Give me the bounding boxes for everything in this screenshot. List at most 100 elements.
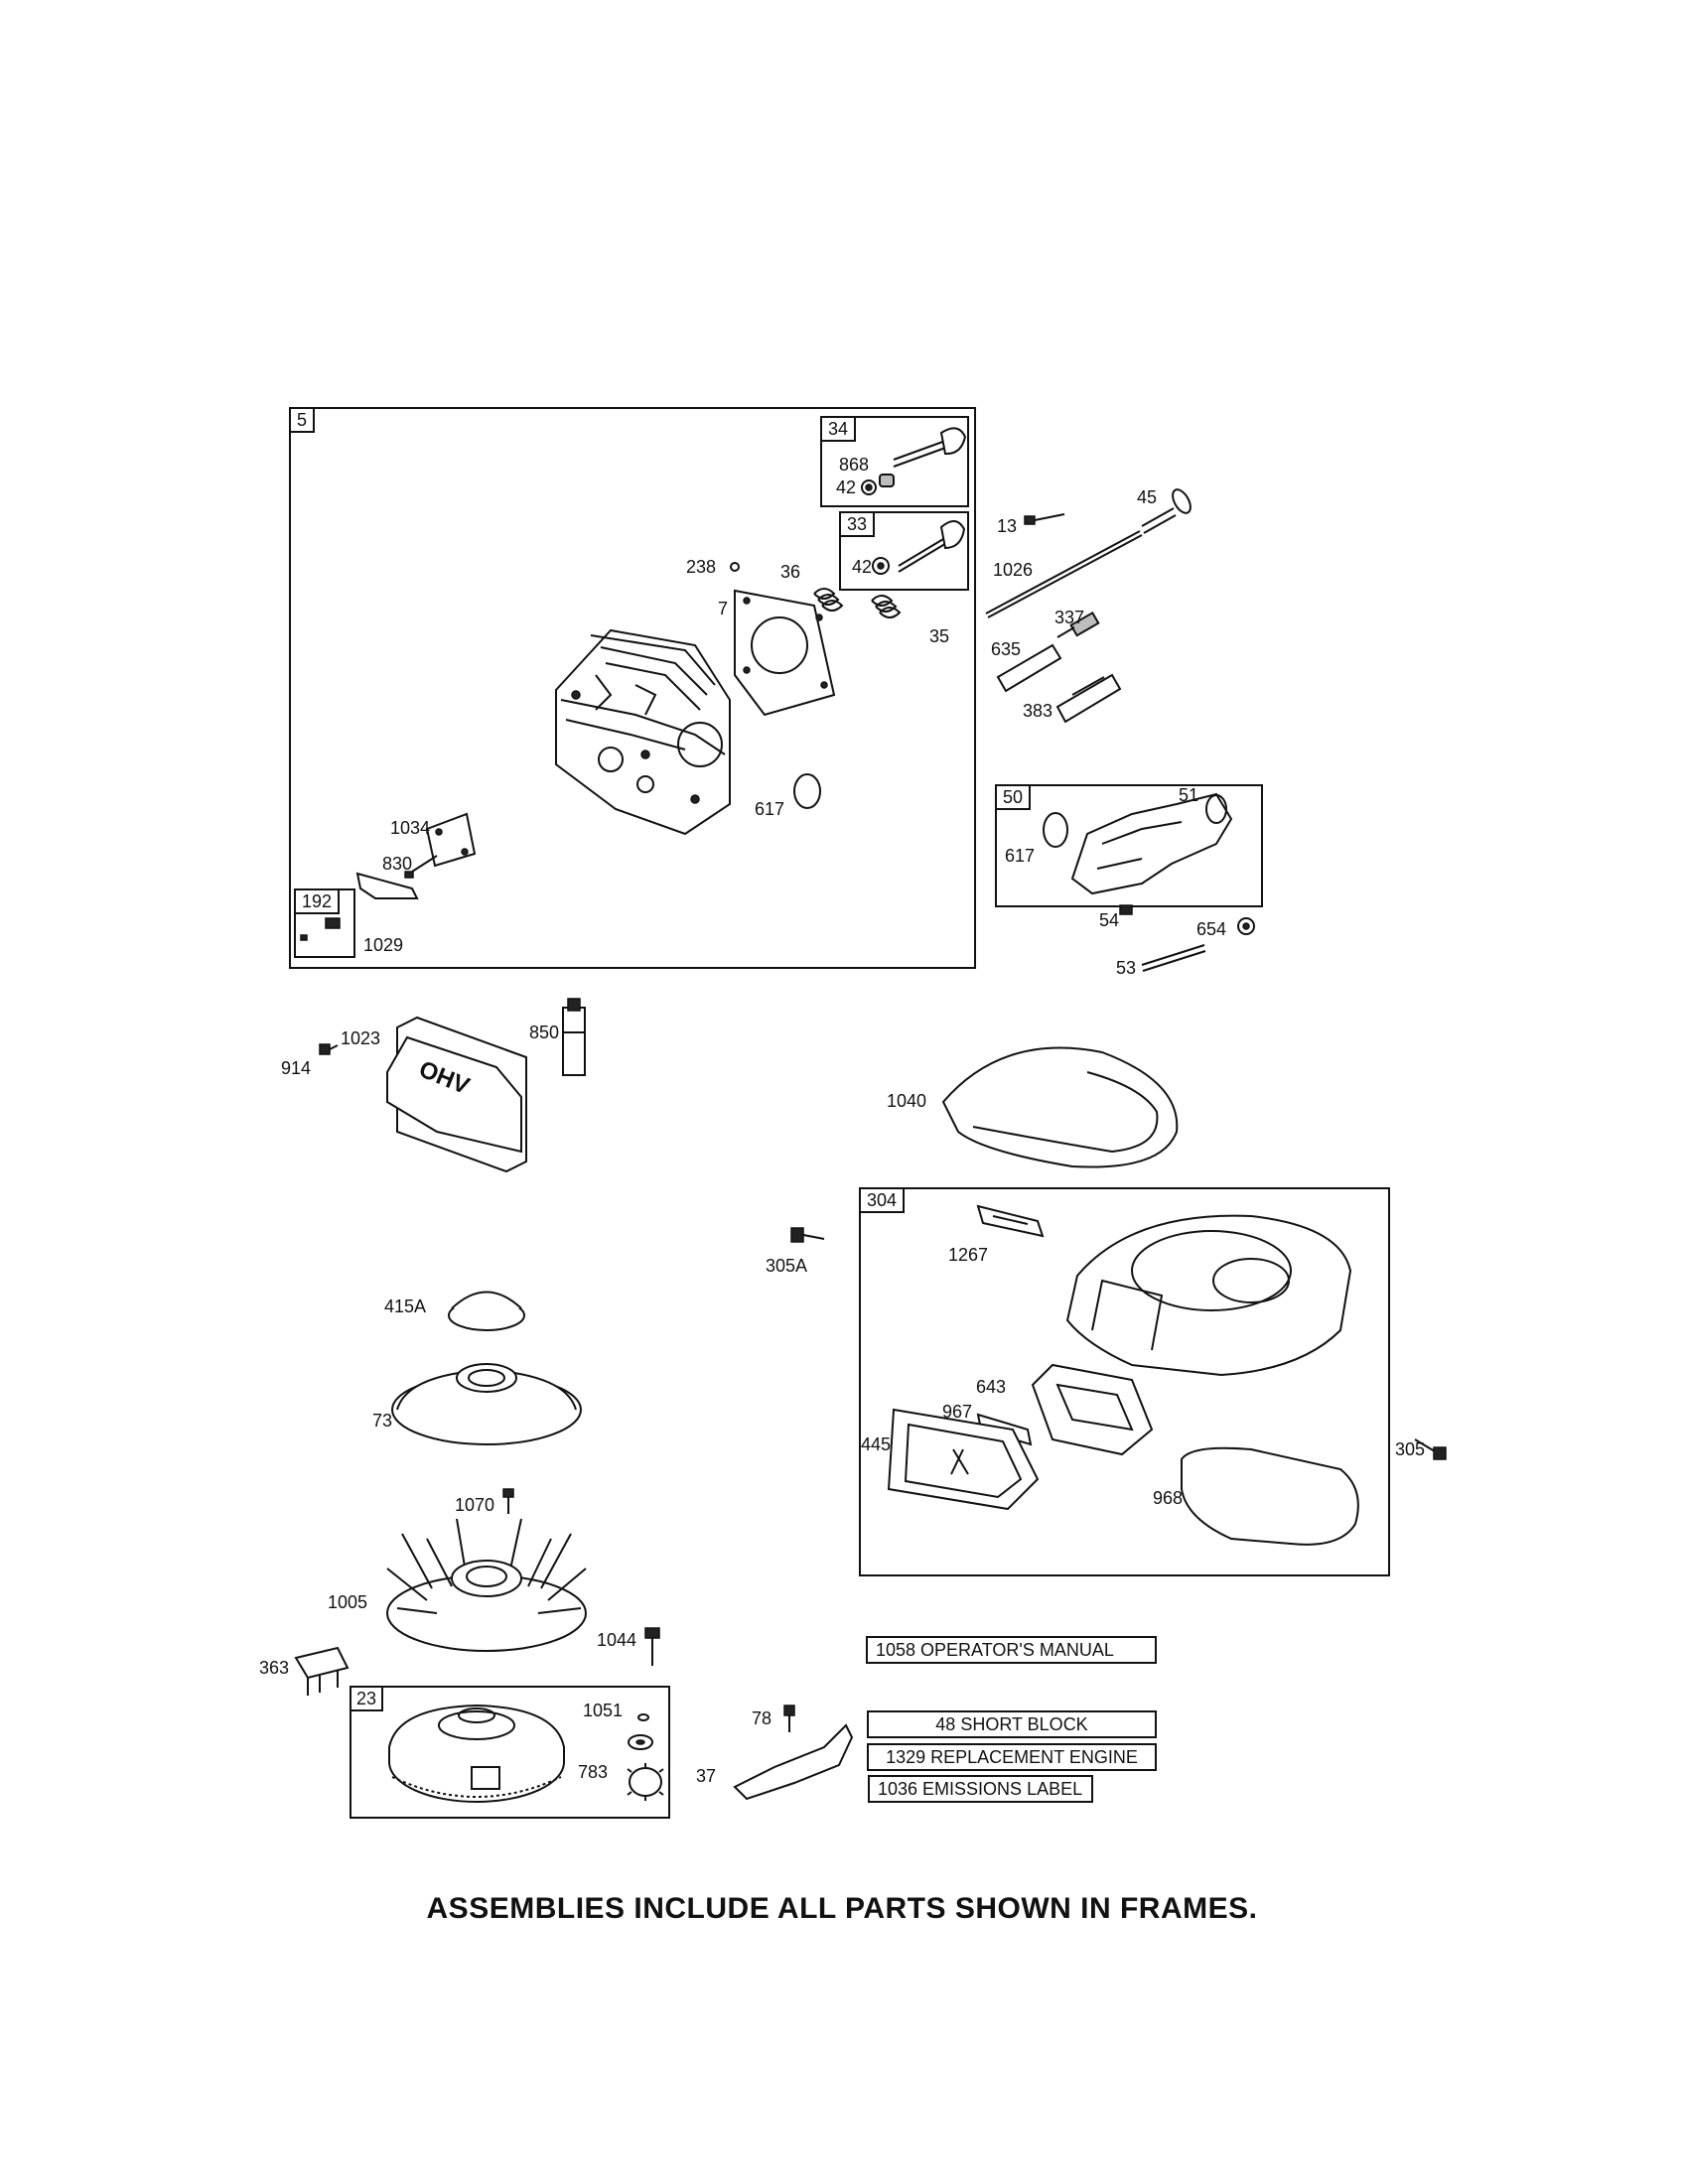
label-73: 73	[372, 1411, 393, 1431]
label-238: 238	[686, 557, 717, 577]
label-42-lower: 42	[852, 557, 873, 577]
label-1026: 1026	[993, 560, 1034, 580]
label-363: 363	[259, 1658, 290, 1678]
o-ring-617b-icon	[1043, 812, 1068, 848]
head-gasket-icon	[734, 589, 836, 717]
label-830: 830	[382, 854, 413, 874]
exhaust-valve-icon	[893, 427, 967, 468]
sealant-tube-850-icon	[562, 998, 586, 1076]
label-53: 53	[1116, 958, 1137, 978]
stud-830-icon	[404, 855, 438, 879]
frame-34	[820, 416, 969, 507]
fitting-337-icon	[1056, 611, 1100, 638]
pushrod-icon	[985, 530, 1143, 618]
label-783: 783	[578, 1762, 609, 1782]
label-967: 967	[942, 1402, 973, 1422]
bracket-363-icon	[294, 1646, 350, 1696]
valve-45-icon	[1141, 488, 1192, 534]
label-305: 305	[1395, 1439, 1426, 1459]
frame-33-tag: 33	[839, 511, 875, 537]
frame-5	[289, 407, 976, 969]
cylinder-head-icon	[555, 628, 731, 836]
valve-cover-icon: OHV	[386, 1016, 527, 1173]
valve-spring-36-icon	[813, 588, 844, 612]
breather-383-icon	[1055, 673, 1122, 724]
label-36: 36	[780, 562, 801, 582]
frame-304-tag: 304	[859, 1187, 905, 1213]
note-short-block: 48 SHORT BLOCK	[867, 1710, 1157, 1738]
label-445: 445	[861, 1434, 892, 1454]
bolt-1044-icon	[644, 1627, 660, 1666]
bolt-13-icon	[1024, 513, 1065, 525]
label-45: 45	[1137, 487, 1158, 507]
label-914: 914	[281, 1058, 312, 1078]
key-1051-icon	[637, 1713, 649, 1721]
label-42-upper: 42	[836, 478, 857, 497]
frame-33	[839, 511, 969, 591]
label-37: 37	[696, 1766, 717, 1786]
frame-304	[859, 1187, 1390, 1576]
filter-frame-445-icon	[887, 1408, 1040, 1511]
label-305A: 305A	[766, 1256, 808, 1276]
valve-spring-35-icon	[871, 595, 902, 618]
blower-housing-icon	[1065, 1214, 1352, 1377]
label-1023: 1023	[341, 1028, 381, 1048]
note-operators-manual: 1058 OPERATOR'S MANUAL	[866, 1636, 1157, 1664]
label-78: 78	[752, 1708, 772, 1728]
label-654: 654	[1196, 919, 1227, 939]
label-617-head: 617	[755, 799, 785, 819]
label-968: 968	[1153, 1488, 1184, 1508]
washer-1051-icon	[628, 1734, 653, 1750]
bolt-305A-icon	[790, 1227, 825, 1243]
label-643: 643	[976, 1377, 1007, 1397]
screw-54-icon	[1119, 904, 1133, 915]
note-replacement-engine: 1329 REPLACEMENT ENGINE	[867, 1743, 1157, 1771]
label-850: 850	[529, 1023, 560, 1042]
plate-1034-icon	[425, 812, 477, 868]
label-7: 7	[718, 599, 729, 618]
gear-783-icon	[627, 1763, 664, 1801]
screw-78-icon	[783, 1705, 795, 1732]
label-1034: 1034	[390, 818, 431, 838]
frame-5-tag: 5	[289, 407, 315, 433]
decal-1267-icon	[976, 1204, 1045, 1238]
label-383: 383	[1023, 701, 1053, 721]
frame-34-tag: 34	[820, 416, 856, 442]
frame-23-tag: 23	[350, 1686, 383, 1711]
bracket-1029-icon	[355, 872, 419, 899]
tube-635-icon	[996, 643, 1062, 693]
stud-53-icon	[1141, 944, 1206, 972]
label-1029: 1029	[363, 935, 404, 955]
label-54: 54	[1099, 910, 1120, 930]
cap-415A-icon	[448, 1291, 525, 1331]
label-1070: 1070	[455, 1495, 495, 1515]
screw-1070-icon	[502, 1488, 514, 1514]
label-1044: 1044	[597, 1630, 637, 1650]
label-1051: 1051	[583, 1701, 624, 1720]
label-35: 35	[929, 626, 950, 646]
intake-manifold-icon	[1070, 792, 1233, 895]
label-868: 868	[839, 455, 870, 475]
label-51: 51	[1179, 785, 1199, 805]
frame-50-tag: 50	[995, 784, 1031, 810]
screen-73-icon	[391, 1363, 582, 1445]
fan-1005-icon	[386, 1518, 587, 1652]
label-1267: 1267	[948, 1245, 989, 1265]
frame-192-tag: 192	[294, 888, 340, 914]
baffle-37-icon	[733, 1723, 854, 1801]
footer-note: ASSEMBLIES INCLUDE ALL PARTS SHOWN IN FR…	[426, 1892, 1258, 1925]
nut-654-icon	[1237, 917, 1255, 935]
label-13: 13	[997, 516, 1018, 536]
label-1005: 1005	[328, 1592, 368, 1612]
air-guide-1040-icon	[941, 1046, 1179, 1168]
label-337: 337	[1054, 608, 1085, 627]
label-617-manifold: 617	[1005, 846, 1036, 866]
retainer-643-icon	[1031, 1363, 1154, 1456]
note-emissions-label: 1036 EMISSIONS LABEL	[868, 1775, 1093, 1803]
washer-238-icon	[730, 562, 740, 572]
bolt-914-icon	[319, 1043, 339, 1055]
o-ring-617-icon	[793, 773, 821, 809]
cover-968-icon	[1181, 1446, 1359, 1546]
valve-keeper-icon	[861, 474, 895, 495]
